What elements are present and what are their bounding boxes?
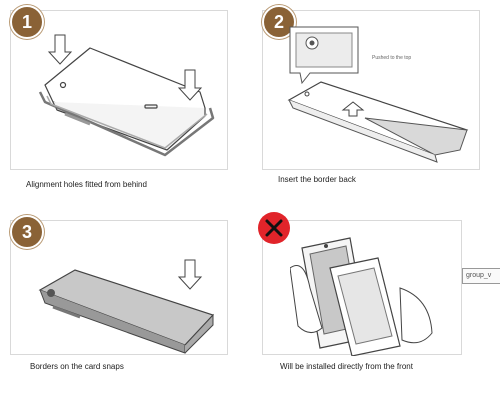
down-arrow-icon bbox=[47, 34, 73, 65]
down-arrow-icon bbox=[177, 259, 203, 290]
callout-illustration bbox=[289, 26, 359, 85]
step-note-2: Pushed to the top bbox=[372, 55, 412, 61]
step-caption-2: Insert the border back bbox=[278, 175, 356, 184]
step-caption-1: Alignment holes fitted from behind bbox=[26, 180, 147, 189]
step-badge-3: 3 bbox=[10, 215, 44, 249]
step-caption-3: Borders on the card snaps bbox=[30, 362, 124, 371]
wrong-caption: Will be installed directly from the fron… bbox=[280, 362, 413, 371]
group-tag[interactable]: group_v bbox=[462, 268, 500, 284]
close-icon bbox=[265, 219, 283, 237]
wrong-badge bbox=[258, 212, 290, 244]
up-arrow-icon bbox=[341, 101, 365, 117]
front-install-illustration bbox=[290, 237, 433, 356]
step-badge-1: 1 bbox=[10, 5, 44, 39]
phone-back-illustration-2 bbox=[287, 81, 469, 163]
phone-snap-illustration-3 bbox=[38, 259, 215, 354]
phone-frame-illustration-1 bbox=[38, 34, 215, 157]
